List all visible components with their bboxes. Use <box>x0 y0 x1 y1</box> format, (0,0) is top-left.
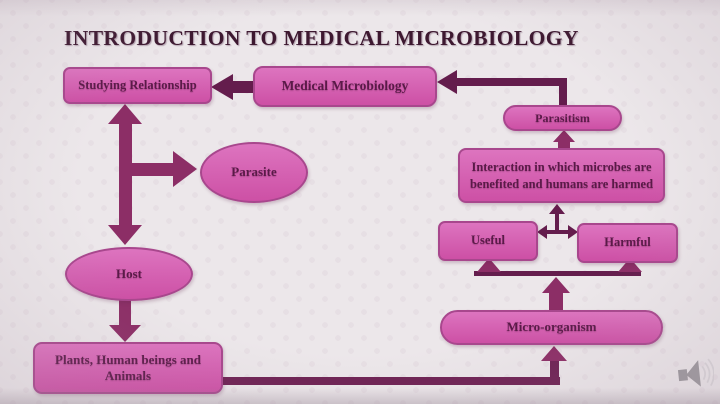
node-medical-microbiology: Medical Microbiology <box>253 66 437 107</box>
node-host-label: Host <box>116 265 142 281</box>
arrow-micro-to-bar-shaft <box>549 292 563 310</box>
arrow-micro-to-bar-head <box>542 277 570 293</box>
node-harmful: Harmful <box>577 223 678 263</box>
three-way-arrow-left-head <box>537 225 547 239</box>
node-studying-relationship-label: Studying Relationship <box>78 77 197 92</box>
node-micro-organism-label: Micro-organism <box>506 319 597 335</box>
elbow-parasitism-to-medical-head <box>437 70 457 94</box>
node-useful: Useful <box>438 221 538 261</box>
node-medical-microbiology-label: Medical Microbiology <box>281 78 409 94</box>
node-host: Host <box>65 247 193 301</box>
speaker-icon[interactable] <box>674 354 714 394</box>
node-parasitism: Parasitism <box>503 105 622 131</box>
elbow-parasitism-to-medical-vertical <box>559 78 567 107</box>
double-arrow-down-head <box>108 225 142 245</box>
arrow-host-to-plants-shaft <box>119 300 131 327</box>
elbow-plants-to-micro-head <box>541 346 567 361</box>
node-useful-label: Useful <box>470 233 506 248</box>
arrow-medical-to-studying-shaft <box>233 81 255 93</box>
three-way-arrow-horizontal <box>545 230 569 234</box>
three-way-arrow-vertical <box>555 212 559 232</box>
three-way-arrow-up-head <box>549 204 565 214</box>
arrow-to-parasite-shaft <box>125 163 175 176</box>
node-parasite-label: Parasite <box>231 164 277 180</box>
node-interaction-label: Interaction in which microbes are benefi… <box>469 159 654 191</box>
elbow-plants-to-micro-vertical <box>550 359 559 381</box>
arrow-interaction-to-parasitism-head <box>553 130 575 142</box>
arrow-host-to-plants-head <box>109 325 141 342</box>
node-parasite: Parasite <box>200 142 308 203</box>
elbow-parasitism-to-medical-horizontal <box>455 78 567 86</box>
node-plants-humans-animals-label: Plants, Human beings and Animals <box>55 351 201 383</box>
arrow-to-parasite-head <box>173 151 197 187</box>
slide-title: INTRODUCTION TO MEDICAL MICROBIOLOGY <box>64 26 579 50</box>
node-studying-relationship: Studying Relationship <box>63 67 212 104</box>
arrow-interaction-to-parasitism-shaft <box>558 140 570 150</box>
branch-bar-micro-to-useful-harmful <box>474 271 641 276</box>
arrow-into-useful-head <box>477 258 501 272</box>
node-plants-humans-animals: Plants, Human beings and Animals <box>33 342 223 394</box>
node-micro-organism: Micro-organism <box>440 310 663 345</box>
node-interaction: Interaction in which microbes are benefi… <box>458 148 665 203</box>
double-arrow-up-head <box>108 104 142 124</box>
elbow-plants-to-micro-horizontal <box>220 377 560 385</box>
three-way-arrow-right-head <box>568 225 578 239</box>
node-harmful-label: Harmful <box>604 235 651 250</box>
node-parasitism-label: Parasitism <box>535 110 590 125</box>
arrow-medical-to-studying-head <box>211 74 233 100</box>
